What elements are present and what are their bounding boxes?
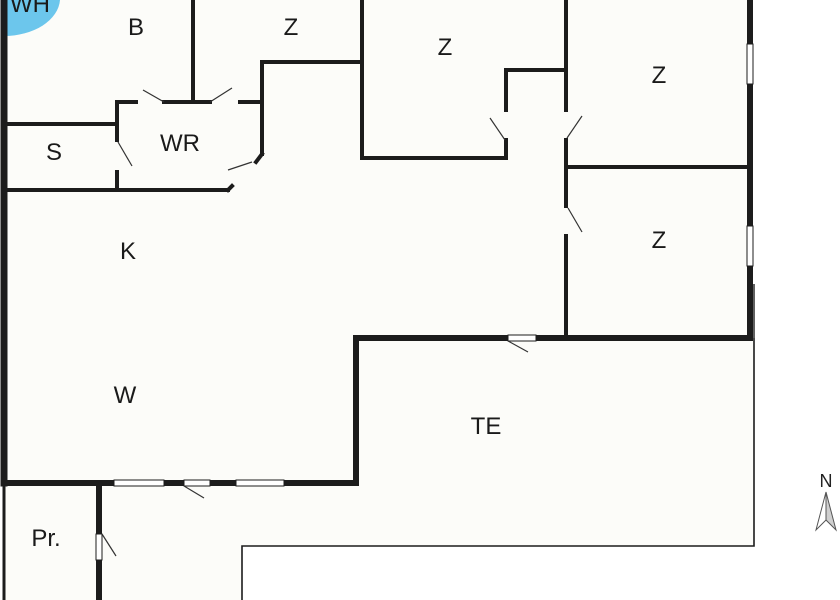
walls xyxy=(0,0,753,600)
room-label-wr: WR xyxy=(160,130,200,157)
compass-north-label: N xyxy=(820,471,833,491)
room-labels: WH B Z Z Z Z WR S K W TE Pr. xyxy=(10,0,666,552)
room-label-w: W xyxy=(114,382,137,409)
room-label-z-2: Z xyxy=(438,34,453,61)
room-label-b: B xyxy=(128,14,144,41)
room-label-wh: WH xyxy=(10,0,50,18)
room-label-pr: Pr. xyxy=(31,525,60,552)
terrace-outline xyxy=(241,284,755,600)
room-label-z-1: Z xyxy=(284,14,299,41)
room-label-k: K xyxy=(120,238,136,265)
windows xyxy=(183,43,754,487)
compass: N xyxy=(815,471,837,532)
doors xyxy=(101,87,583,557)
room-label-z-4: Z xyxy=(652,227,667,254)
floor-area xyxy=(4,0,754,600)
room-label-te: TE xyxy=(471,413,502,440)
whirlpool-shape xyxy=(4,0,60,37)
room-label-z-3: Z xyxy=(652,62,667,89)
north-arrow-icon xyxy=(815,491,837,532)
room-label-s: S xyxy=(46,139,62,166)
